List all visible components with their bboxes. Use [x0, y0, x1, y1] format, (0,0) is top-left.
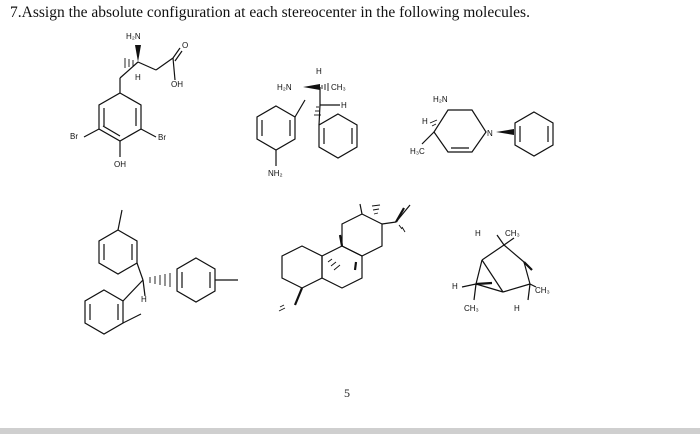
label-br-left: Br: [70, 132, 78, 141]
label-ch3-bottom: CH₃: [464, 304, 479, 313]
label-h-left: H: [452, 282, 458, 291]
molecule-6: H CH₃ H CH₃ CH₃ H: [452, 229, 550, 313]
molecule-4: H: [84, 209, 238, 335]
label-ch3-top: CH₃: [505, 229, 520, 238]
label-h: H: [422, 117, 428, 126]
label-br-right: Br: [158, 133, 166, 142]
label-ch3-right: CH₃: [535, 286, 550, 295]
label-ch3: CH₃: [331, 83, 346, 92]
label-h-top: H: [475, 229, 481, 238]
label-h: H: [141, 295, 147, 304]
label-h2n: H₂N: [277, 83, 292, 92]
molecule-5: [278, 203, 411, 312]
label-nh2: NH₂: [268, 169, 283, 178]
label-nh2: H₂N: [126, 32, 141, 41]
molecule-2: H₂N H CH₃ H NH₂: [256, 67, 358, 178]
question-text: 7.Assign the absolute configuration at e…: [10, 4, 530, 21]
label-o: O: [182, 41, 188, 50]
label-h2n: H₂N: [433, 95, 448, 104]
label-oh-acid: OH: [171, 80, 183, 89]
molecule-1: H₂N H OH O Br Br OH: [70, 32, 188, 169]
label-h: H: [135, 73, 141, 82]
label-h-top: H: [316, 67, 322, 76]
bottom-bar: [0, 428, 700, 434]
label-n: N: [487, 129, 493, 138]
label-oh-phenol: OH: [114, 160, 126, 169]
label-h-bottom: H: [514, 304, 520, 313]
label-h3c: H₃C: [410, 147, 425, 156]
page-number: 5: [344, 386, 350, 400]
molecule-3: H₂N H H₃C N: [410, 95, 554, 157]
label-h-mid: H: [341, 101, 347, 110]
